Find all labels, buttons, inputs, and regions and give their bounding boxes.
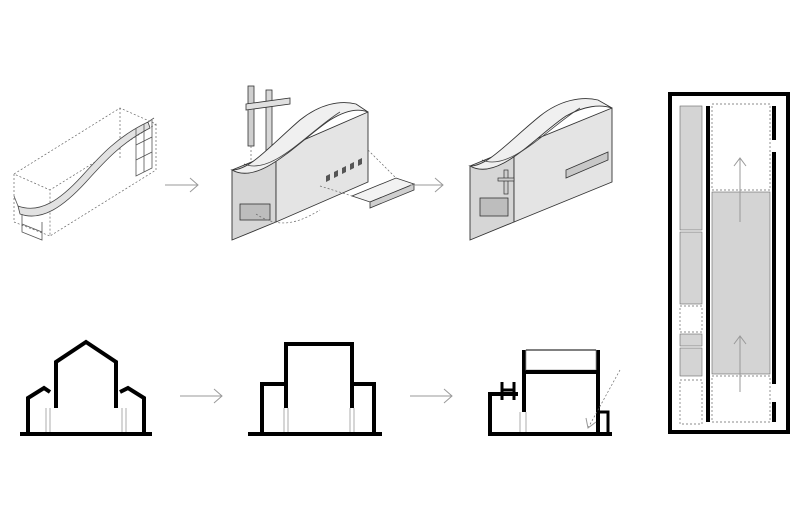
section-stage-1 <box>20 339 152 436</box>
axonometric-stage-3 <box>468 98 613 241</box>
section-stage-3 <box>488 349 621 436</box>
arrow-right-icon <box>180 388 223 404</box>
section-stage-2 <box>248 342 382 436</box>
floor-plan <box>668 92 790 434</box>
arrow-up-icon <box>733 335 747 392</box>
arrow-up-icon <box>733 157 747 222</box>
arrow-right-icon <box>165 177 199 193</box>
axonometric-stage-2 <box>230 85 416 241</box>
arrow-right-icon <box>410 388 453 404</box>
axonometric-stage-1 <box>13 107 157 241</box>
arrow-right-icon <box>410 177 444 193</box>
